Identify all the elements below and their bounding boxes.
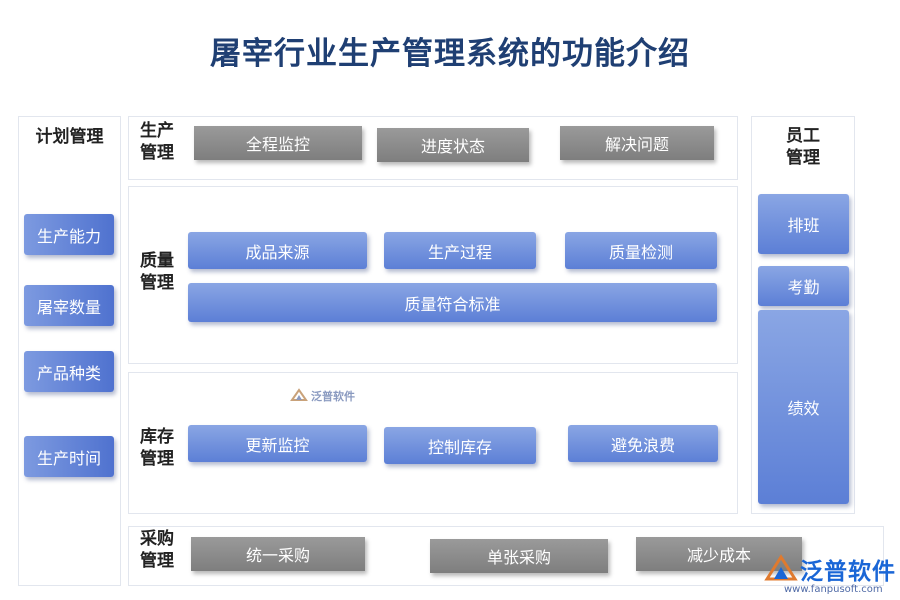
quality-item-process: 生产过程	[384, 232, 536, 269]
page-title: 屠宰行业生产管理系统的功能介绍	[210, 36, 690, 72]
quality-label-line2: 管理	[140, 273, 174, 293]
inventory-label: 库存 管理	[140, 426, 174, 470]
staff-label-line1: 员工	[786, 126, 820, 146]
brand-logo-icon	[764, 554, 798, 581]
plan-item-time: 生产时间	[24, 436, 114, 477]
quality-panel	[128, 186, 738, 364]
staff-item-attendance: 考勤	[758, 266, 849, 306]
quality-item-inspection: 质量检测	[565, 232, 717, 269]
watermark: 泛普软件	[290, 388, 355, 404]
quality-item-source: 成品来源	[188, 232, 367, 269]
plan-label: 计划管理	[35, 127, 104, 147]
production-item-monitoring: 全程监控	[194, 126, 362, 160]
inventory-label-line1: 库存	[140, 427, 174, 447]
watermark-text: 泛普软件	[311, 390, 355, 403]
staff-label-line2: 管理	[786, 148, 820, 168]
quality-label-line1: 质量	[140, 251, 174, 271]
production-label-line1: 生产	[140, 121, 174, 141]
inventory-item-control: 控制库存	[384, 427, 536, 464]
purchase-item-unified: 统一采购	[191, 537, 365, 571]
quality-label: 质量 管理	[140, 250, 174, 294]
inventory-item-update: 更新监控	[188, 425, 367, 462]
watermark-logo-icon	[290, 388, 308, 401]
purchase-label-line2: 管理	[140, 551, 174, 571]
brand-logo-url: www.fanpusoft.com	[784, 584, 883, 595]
plan-item-capacity: 生产能力	[24, 214, 114, 255]
brand-logo: 泛普软件 www.fanpusoft.com	[764, 552, 896, 598]
purchase-label: 采购 管理	[140, 528, 174, 572]
production-label-line2: 管理	[140, 143, 174, 163]
plan-item-quantity: 屠宰数量	[24, 285, 114, 326]
staff-item-schedule: 排班	[758, 194, 849, 254]
staff-item-performance: 绩效	[758, 310, 849, 504]
plan-item-product-type: 产品种类	[24, 351, 114, 392]
production-item-solve: 解决问题	[560, 126, 714, 160]
purchase-label-line1: 采购	[140, 529, 174, 549]
production-label: 生产 管理	[140, 120, 174, 164]
staff-label: 员工 管理	[751, 125, 855, 169]
brand-logo-text: 泛普软件	[800, 559, 896, 585]
purchase-item-single: 单张采购	[430, 539, 608, 573]
inventory-item-waste: 避免浪费	[568, 425, 718, 462]
production-item-progress: 进度状态	[377, 128, 529, 162]
inventory-label-line2: 管理	[140, 449, 174, 469]
quality-item-standard: 质量符合标准	[188, 283, 717, 322]
